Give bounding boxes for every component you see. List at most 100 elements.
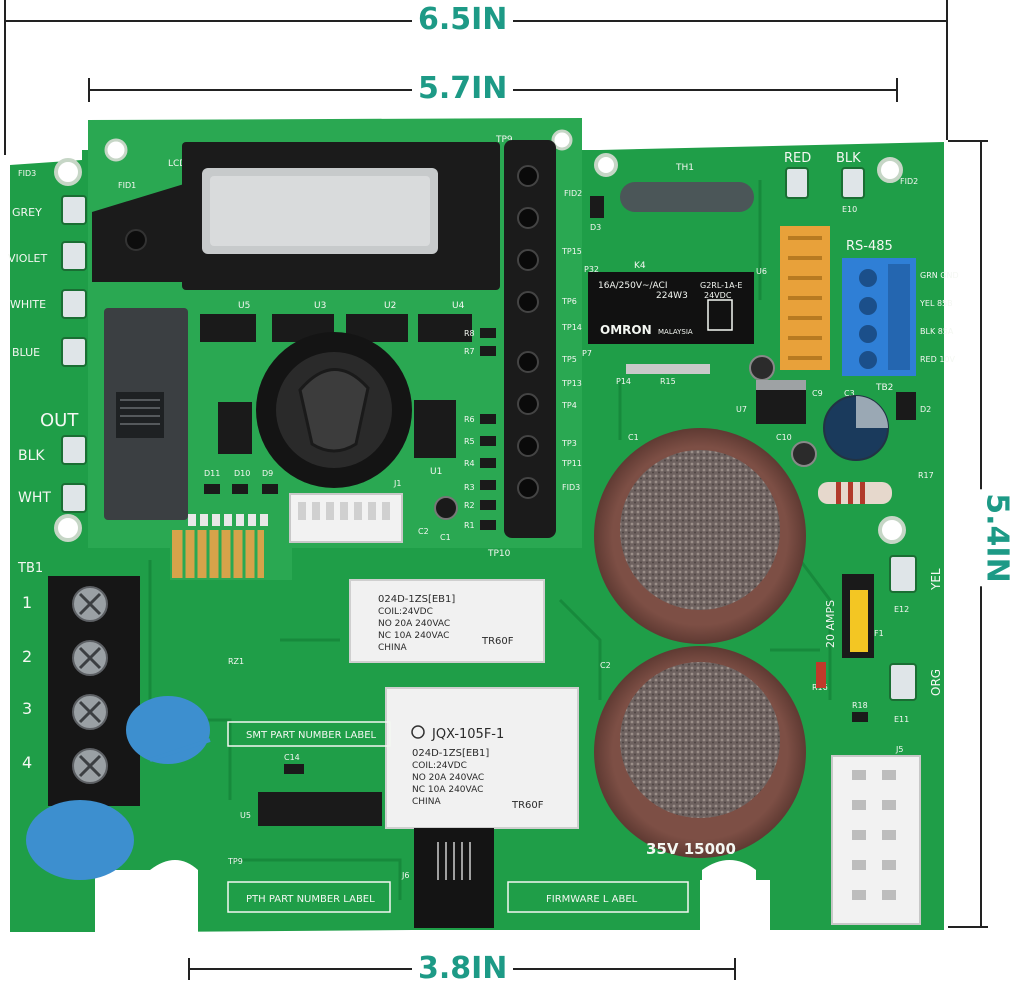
dim-cap-inner-left [88, 78, 90, 102]
daughter-board: LCD FID1 TP9 TP10 FID2 TP15 TP6 TP14 TP5… [88, 118, 582, 580]
top-spade-terminals [785, 167, 865, 199]
ic-label-u2: U2 [384, 301, 396, 311]
d2-label: D2 [920, 405, 931, 414]
tb2-pin-labels: GRN GND YEL 85B BLK 85A RED 10V [919, 271, 959, 364]
relay-top-model: 024D-1ZS[EB1] [378, 594, 455, 605]
relay-small-rating: 16A/250V~/ACI [598, 281, 668, 291]
relay-bottom-brand: JQX-105F-1 [431, 727, 504, 742]
c1-label: C1 [628, 433, 639, 442]
d-label-d11: D11 [204, 469, 220, 478]
tp-label-tp11: TP11 [561, 459, 582, 468]
wire-label-grey: GREY [12, 206, 42, 219]
daughter-r-labels: R8 R7 R6 R5 R4 R3 R2 R1 [464, 329, 475, 530]
wire-label-white: WHITE [10, 298, 46, 311]
c-label-c1: C1 [440, 533, 451, 542]
left-spade-terminals [61, 195, 87, 513]
relay-small-brand: OMRON [600, 323, 652, 337]
org-label: ORG [929, 669, 943, 696]
tb2-pin-4: RED 10V [920, 355, 955, 364]
relay-bottom-cert: TR60F [511, 800, 544, 811]
tb1-number-1: 1 [22, 593, 32, 612]
c9-label: C9 [812, 389, 823, 398]
r-label-r1: R1 [464, 521, 475, 530]
fuse-f1 [850, 590, 868, 652]
r-label-r8: R8 [464, 329, 475, 338]
ic-label-u3: U3 [314, 301, 326, 311]
r18-label: R18 [852, 701, 868, 710]
dim-bottom-width: 3.8IN [412, 951, 514, 987]
relay-bottom-model: 024D-1ZS[EB1] [412, 748, 489, 759]
tb2-pin-1: GRN GND [920, 271, 959, 280]
c14-label: C14 [284, 753, 300, 762]
tp-label-tp6: TP6 [561, 297, 577, 306]
e12-label: E12 [894, 605, 909, 614]
wire-label-violet: VIOLET [8, 252, 48, 265]
relay-bottom: JQX-105F-1 024D-1ZS[EB1] COIL:24VDC NO 2… [385, 687, 579, 829]
fid2-label: FID2 [900, 177, 918, 186]
out-blk-label: BLK [18, 448, 45, 464]
relay-top-coil: COIL:24VDC [378, 607, 433, 617]
relay-small-code: 224W3 [656, 291, 688, 301]
relay-omron-k4: 16A/250V~/ACI 224W3 OMRON MALAYSIA G2RL-… [588, 272, 754, 344]
fuse-ref: F1 [874, 629, 884, 638]
tb1-number-3: 3 [22, 699, 32, 718]
relay-bottom-coil: COIL:24VDC [412, 761, 467, 771]
pth-label: PTH PART NUMBER LABEL [246, 894, 375, 905]
tb2-label: TB2 [875, 383, 893, 393]
c10-label: C10 [776, 433, 792, 442]
tp-label-tp14: TP14 [561, 323, 582, 332]
tb1-number-4: 4 [22, 753, 32, 772]
tb1-number-2: 2 [22, 647, 32, 666]
out-wht-label: WHT [18, 490, 51, 506]
right-spade-terminals [889, 555, 917, 701]
c-label-c2: C2 [418, 527, 429, 536]
d3-label: D3 [590, 223, 601, 232]
capacitor-rating: 35V 15000 [646, 840, 736, 858]
u6-label: U6 [756, 267, 767, 276]
tp-label-tp13: TP13 [561, 379, 582, 388]
relay-top: 024D-1ZS[EB1] COIL:24VDC NO 20A 240VAC N… [349, 579, 545, 663]
r-label-r6: R6 [464, 415, 475, 424]
dim-inner-width: 5.7IN [412, 71, 514, 107]
relay-small-model: G2RL-1A-E [700, 281, 742, 290]
tp-label-tp4: TP4 [561, 401, 577, 410]
d-label-d10: D10 [234, 469, 250, 478]
tp-label-fid3: FID3 [562, 483, 580, 492]
relay-bottom-line1: NO 20A 240VAC [412, 773, 484, 783]
dim-cap-bottom-left [188, 958, 190, 980]
tb1-terminal-block [48, 576, 140, 806]
u7-label: U7 [736, 405, 747, 414]
tp-labels: FID2 TP15 TP6 TP14 TP5 TP13 TP4 TP3 TP11… [561, 189, 582, 492]
firmware-label: FIRMWARE L ABEL [546, 894, 638, 905]
c3-label: C3 [844, 389, 855, 398]
r-label-r4: R4 [464, 459, 475, 468]
yel-label: YEL [929, 568, 943, 591]
wire-label-blue: BLUE [12, 346, 40, 359]
out-label: OUT [40, 410, 79, 431]
u5-label: U5 [240, 811, 251, 820]
relay-bottom-origin: CHINA [412, 797, 441, 807]
dim-cap-height-bottom [948, 926, 988, 928]
red-label: RED [784, 151, 811, 166]
relay-top-line2: NC 10A 240VAC [378, 631, 449, 641]
daughter-connector [504, 140, 556, 538]
daughter-d-labels: D11 D10 D9 [204, 469, 273, 478]
bottom-notches [150, 860, 756, 932]
large-capacitor-c2-top [620, 662, 780, 818]
ic-label-u5: U5 [238, 301, 250, 311]
tp-label-tp15: TP15 [561, 247, 582, 256]
k4-label: K4 [634, 261, 646, 271]
tb2-pin-3: BLK 85A [920, 327, 954, 336]
fid1-label: FID1 [118, 181, 136, 190]
ic-u5-dip [258, 792, 382, 826]
blue-disc-capacitor-2 [26, 800, 134, 880]
tp-label-tp3: TP3 [561, 439, 577, 448]
relay-small-coil: 24VDC [704, 291, 732, 300]
tp-label-fid2: FID2 [564, 189, 582, 198]
tp-label-tp5: TP5 [561, 355, 577, 364]
d-label-d9: D9 [262, 469, 273, 478]
thermistor-th1 [620, 182, 754, 212]
rotary-knob [298, 368, 370, 453]
tp9-label: TP9 [227, 857, 243, 866]
